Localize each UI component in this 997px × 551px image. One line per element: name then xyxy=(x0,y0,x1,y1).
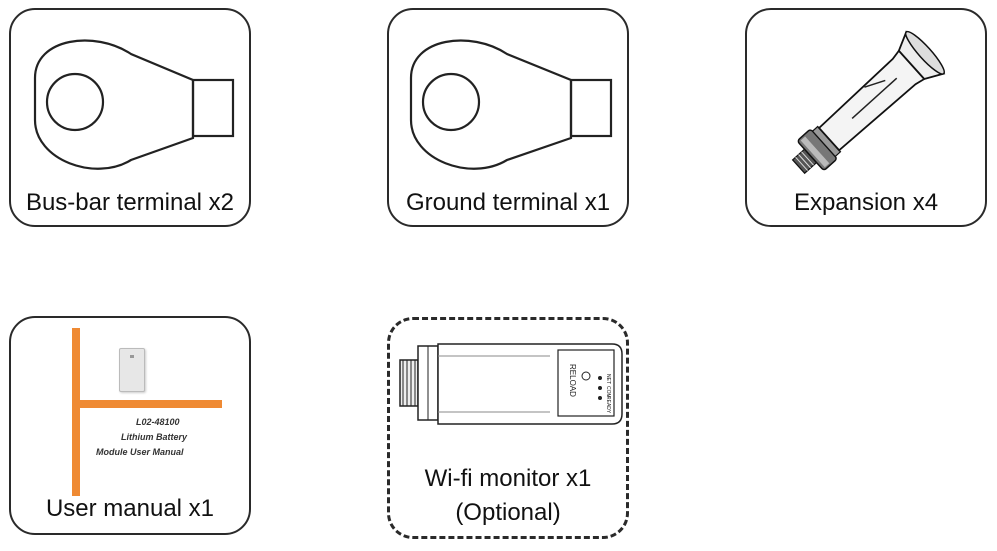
manual-title-line1: Lithium Battery xyxy=(121,432,188,442)
manual-cover-icon: L02-48100 Lithium Battery Module User Ma… xyxy=(11,318,253,537)
ring-terminal-icon xyxy=(409,39,613,170)
orange-vertical-bar xyxy=(72,328,80,496)
item-label: User manual x1 xyxy=(45,495,215,522)
item-label-line2: (Optional) xyxy=(455,499,561,526)
reload-label: RELOAD xyxy=(568,364,577,397)
led-label-com: COM xyxy=(605,386,611,398)
item-label-line1: Wi-fi monitor x1 xyxy=(424,465,592,492)
item-label: Bus-bar terminal x2 xyxy=(25,189,235,216)
item-label: Expansion x4 xyxy=(793,189,939,216)
item-card-wifi-monitor: RELOAD NET COM READY Wi-fi monitor x1 (O… xyxy=(387,317,629,539)
expansion-bolt-icon xyxy=(791,30,946,175)
item-card-user-manual: L02-48100 Lithium Battery Module User Ma… xyxy=(9,316,251,535)
manual-title-line2: Module User Manual xyxy=(96,447,184,457)
item-label: Ground terminal x1 xyxy=(405,189,611,216)
wifi-dongle-icon: RELOAD NET COM READY xyxy=(399,343,623,425)
ring-terminal-icon xyxy=(33,39,235,170)
battery-image xyxy=(119,348,145,392)
item-card-busbar-terminal: Bus-bar terminal x2 xyxy=(9,8,251,227)
item-card-expansion: Expansion x4 xyxy=(745,8,987,227)
led-label-net: NET xyxy=(605,374,611,384)
led-label-ready: READY xyxy=(605,396,611,414)
orange-horizontal-bar xyxy=(72,400,222,408)
item-card-ground-terminal: Ground terminal x1 xyxy=(387,8,629,227)
manual-model: L02-48100 xyxy=(136,417,180,427)
